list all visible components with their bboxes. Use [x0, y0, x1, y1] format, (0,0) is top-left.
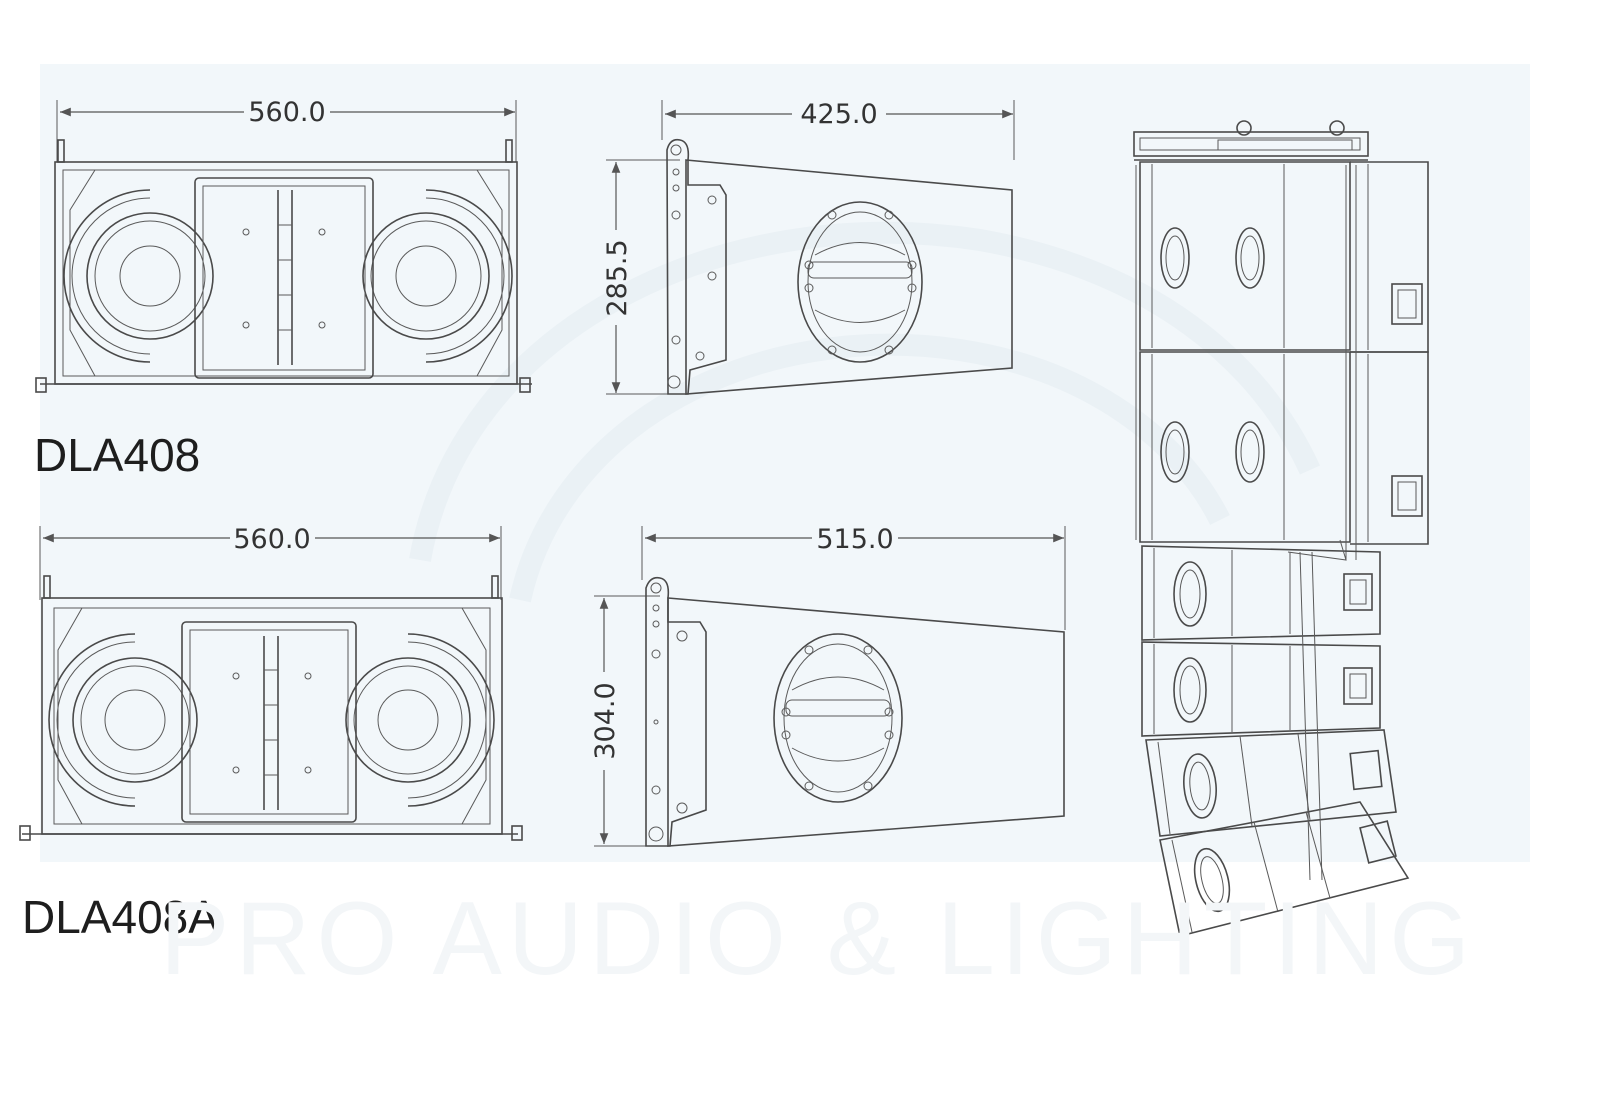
model-label-dla408: DLA408: [34, 429, 201, 481]
dla408a-front-view: 560.0: [19, 524, 523, 841]
dla408-side-view: 425.0 285.5: [602, 99, 1015, 395]
dla408-front-width-label: 560.0: [248, 97, 325, 128]
dla408a-side-depth-label: 515.0: [816, 524, 893, 555]
dla408a-side-view: 515.0 304.0: [590, 524, 1066, 847]
dla408-height-label: 285.5: [602, 239, 633, 316]
model-label-dla408a: DLA408A: [22, 891, 219, 943]
dla408-front-view: 560.0: [35, 97, 532, 393]
line-array-assembly: [1133, 120, 1429, 937]
dla408a-height-label: 304.0: [590, 682, 621, 759]
watermark-text: PRO AUDIO & LIGHTING: [160, 881, 1477, 997]
watermark-logo: [409, 221, 1321, 603]
dla408a-front-width-label: 560.0: [233, 524, 310, 555]
dla408-side-depth-label: 425.0: [800, 99, 877, 130]
